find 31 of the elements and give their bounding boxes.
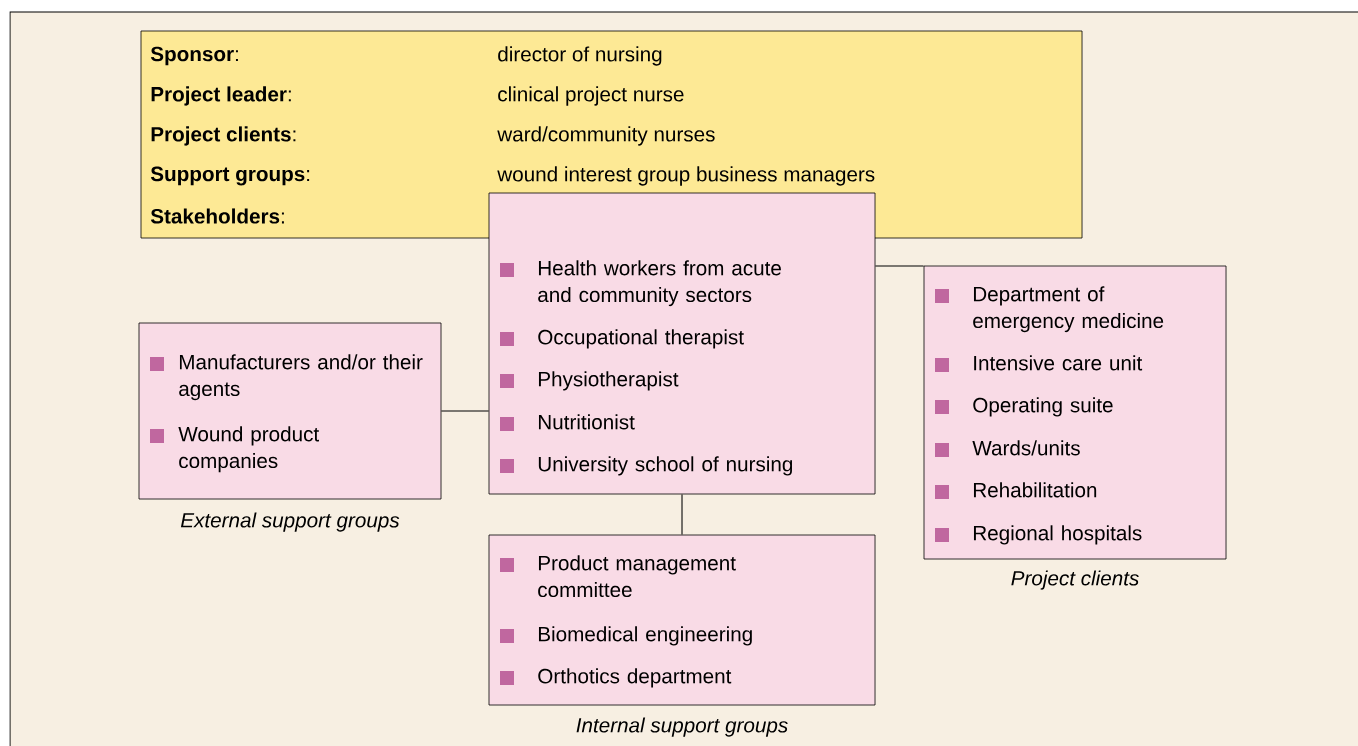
role-label: Sponsor: xyxy=(150,46,238,66)
connector-line xyxy=(440,410,490,412)
list-item: Wound product companies xyxy=(178,426,319,473)
role-label: Stakeholders: xyxy=(150,208,284,224)
list-item: Physiotherapist xyxy=(538,371,679,391)
list-item: Nutritionist xyxy=(538,414,635,430)
list-item: Orthotics department xyxy=(538,668,732,688)
list-item: Rehabilitation xyxy=(974,482,1097,498)
list-item: Regional hospitals xyxy=(974,525,1142,545)
list-item: Occupational therapist xyxy=(538,329,744,349)
group-caption: External support groups xyxy=(180,512,400,532)
role-value: clinical project nurse xyxy=(498,86,684,106)
list-item: Health workers from acute and community sectors xyxy=(538,260,781,307)
role-value: ward/community nurses xyxy=(497,126,715,146)
connector-line xyxy=(874,265,925,267)
group-caption: Internal support groups xyxy=(576,717,788,737)
list-item: Product management committee xyxy=(538,555,736,598)
list-item: Wards/units xyxy=(972,440,1080,456)
list-item: Operating suite xyxy=(973,397,1113,417)
list-item: Biomedical engineering xyxy=(538,626,752,646)
list-item: University school of nursing xyxy=(538,456,793,476)
role-label: Support groups: xyxy=(150,166,310,186)
list-item: Manufacturers and/or their agents xyxy=(179,354,423,401)
role-label: Project clients: xyxy=(151,126,296,146)
role-value: director of nursing xyxy=(498,46,662,66)
connector-line xyxy=(681,493,683,536)
role-label: Project leader: xyxy=(151,86,291,106)
role-value: wound interest group business managers xyxy=(497,166,875,186)
group-caption: Project clients xyxy=(1011,570,1139,590)
list-item: Department of emergency medicine xyxy=(973,286,1164,333)
list-item: Intensive care unit xyxy=(974,355,1143,371)
